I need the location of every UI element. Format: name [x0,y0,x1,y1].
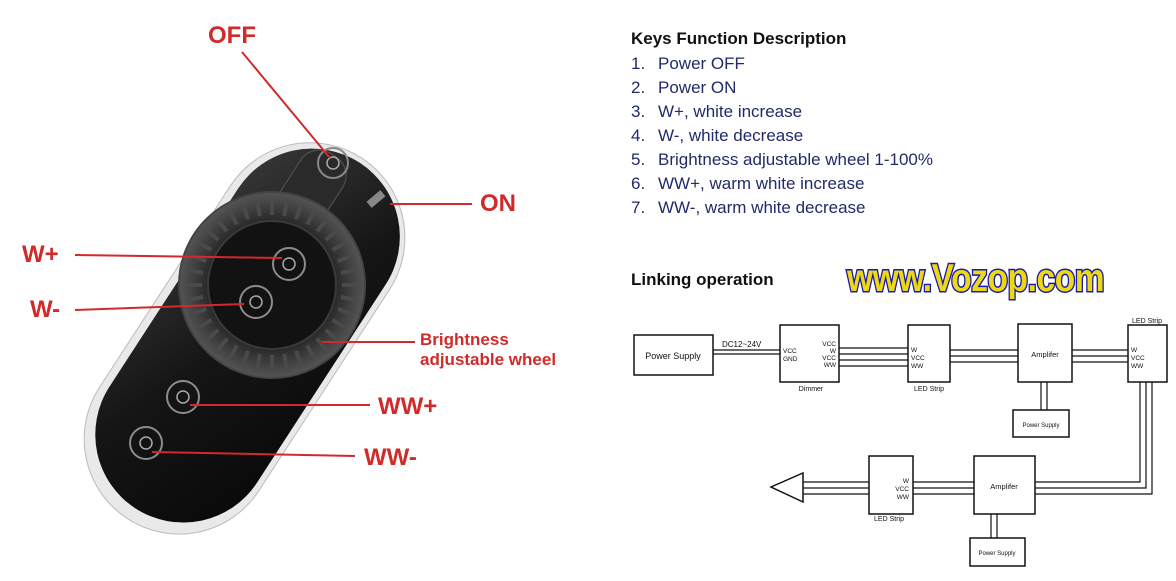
svg-text:GND: GND [783,356,798,363]
svg-text:VCC: VCC [783,348,797,355]
wheel-tick [241,205,250,220]
wheel-tick [206,229,220,242]
wheel-tick [282,201,289,217]
w-plus-button[interactable] [272,247,306,281]
watermark-url: www.Vozop.com [846,256,1106,302]
power-supply-small-box-1: Power Supply [1012,409,1070,438]
dimmer-caption: Dimmer [799,386,824,393]
led-strip-caption-3: LED Strip [874,516,904,523]
svg-text:VCC: VCC [822,341,836,348]
keys-function-list: 1.Power OFF 2.Power ON 3.W+, white incre… [631,52,933,220]
label-off: OFF [208,22,256,49]
svg-text:VCC: VCC [895,486,909,493]
wheel-tick [340,268,356,275]
list-item: 2.Power ON [631,78,737,97]
svg-text:W: W [911,347,918,354]
svg-text:WW: WW [1131,363,1144,370]
led-strip-caption-1: LED Strip [914,386,944,393]
wheel-tick [188,268,204,275]
wheel-tick [337,307,352,316]
w-minus-button[interactable] [239,285,273,319]
wheel-tick [331,318,346,329]
wheel-tick [255,201,262,217]
wheel-tick [198,318,213,329]
list-item: 4.W-, white decrease [631,126,804,145]
dimmer-box: VCC GND VCC W VCC WW [779,324,840,383]
svg-text:Power Supply: Power Supply [645,351,701,361]
wheel-tick [282,353,289,369]
list-item: 3.W+, white increase [631,102,803,121]
svg-text:WW: WW [911,363,924,370]
wheel-tick [340,295,356,302]
brightness-wheel[interactable] [178,191,366,379]
amplifier-box-1: Amplifer [1017,323,1073,383]
label-on: ON [480,190,516,217]
wheel-tick [228,211,239,226]
svg-text:W: W [830,348,837,355]
wheel-tick [241,350,250,365]
ww-plus-button[interactable] [166,380,200,414]
voltage-label: DC12~24V [722,340,762,349]
svg-text:Amplifer: Amplifer [1031,350,1059,359]
wheel-tick [331,241,346,252]
remote-illustration [74,51,472,535]
on-button[interactable] [366,190,386,208]
led-strip-box-2: W VCC WW [1127,324,1168,383]
svg-text:W: W [1131,347,1138,354]
label-ww-minus: WW- [364,444,417,471]
wheel-tick [294,205,303,220]
linking-diagram: Power Supply DC12~24V VCC GND VCC W VCC … [633,318,1168,567]
label-brightness-line1: Brightness [420,330,509,349]
wheel-tick [324,328,338,341]
led-strip-box-3: W VCC WW [868,455,914,515]
svg-text:W: W [903,478,910,485]
wheel-tick [294,350,303,365]
wheel-tick [315,337,328,351]
keys-function-title: Keys Function Description [631,29,847,48]
wheel-tick [188,295,204,302]
wheel-tick [337,254,352,263]
list-item: 7.WW-, warm white decrease [631,198,866,217]
label-brightness-line2: adjustable wheel [420,350,557,369]
label-ww-plus: WW+ [378,393,438,420]
wheel-tick [198,241,213,252]
power-supply-small-box-2: Power Supply [969,537,1026,567]
wheel-tick [216,337,229,351]
wheel-tick [324,229,338,242]
wheel-tick [192,307,207,316]
wheel-tick [305,211,316,226]
wheel-tick [315,219,328,233]
svg-text:Amplifer: Amplifer [990,482,1018,491]
svg-text:WW: WW [824,362,837,369]
svg-text:VCC: VCC [911,355,925,362]
svg-text:VCC: VCC [1131,355,1145,362]
continuation-arrow [769,471,804,504]
svg-text:Power Supply: Power Supply [1022,423,1059,429]
off-button[interactable] [317,147,349,179]
led-strip-box-1: W VCC WW [907,324,951,383]
wheel-tick [255,353,262,369]
callout-lines [74,51,472,457]
wheel-tick [206,328,220,341]
list-item: 6.WW+, warm white increase [631,174,865,193]
amplifier-box-2: Amplifer [973,455,1036,515]
list-item: 1.Power OFF [631,54,745,73]
led-strip-caption-2: LED Strip [1132,318,1162,325]
linking-operation-title: Linking operation [631,270,774,289]
wheel-tick [216,219,229,233]
label-w-minus: W- [30,296,61,323]
svg-text:WW: WW [897,494,910,501]
wheel-tick [228,344,239,359]
svg-text:Power Supply: Power Supply [978,551,1015,557]
wheel-tick [305,344,316,359]
svg-text:VCC: VCC [822,355,836,362]
label-w-plus: W+ [22,241,59,268]
power-supply-box: Power Supply [633,334,714,376]
ww-minus-button[interactable] [129,426,163,460]
list-item: 5.Brightness adjustable wheel 1-100% [631,150,934,169]
